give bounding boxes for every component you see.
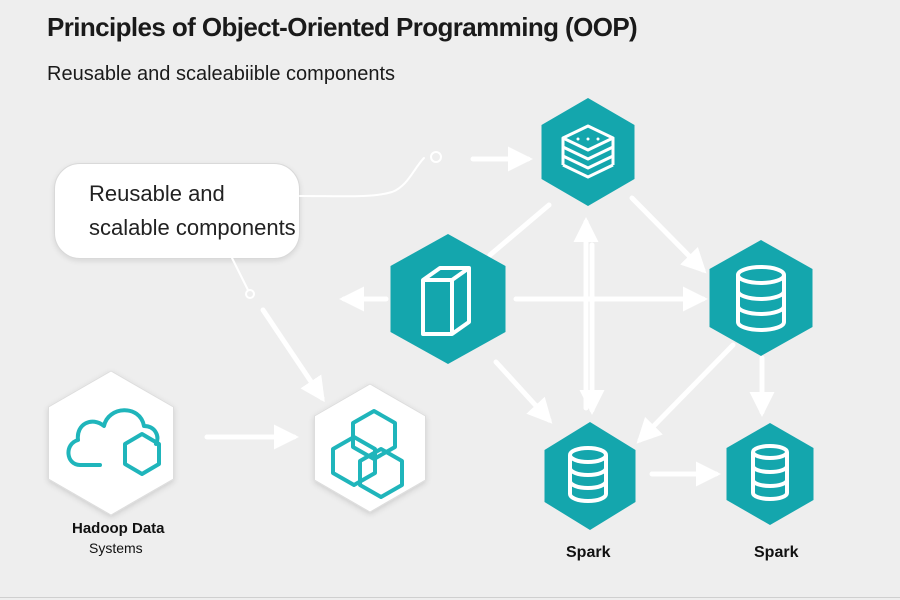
callout-pointer [231, 257, 249, 291]
center-node [390, 234, 506, 364]
callout-line-2: scalable components [89, 215, 296, 240]
spark-node-right [726, 423, 814, 525]
server-stack-icon [561, 124, 615, 179]
pointer-dot [245, 289, 255, 299]
curved-connector [299, 157, 425, 198]
spark-label-right: Spark [754, 544, 799, 561]
diagram-subtitle: Reusable and scaleabiible components [47, 63, 396, 85]
hadoop-label-line-1: Hadoop Data [72, 520, 165, 537]
connectors [204, 146, 775, 487]
arrow-center-to-spark [493, 359, 553, 424]
connector-dot [430, 151, 442, 163]
arrow-to-cluster [260, 307, 325, 403]
database-icon [736, 265, 786, 332]
cluster-node [314, 383, 426, 513]
database-icon [751, 444, 789, 501]
spark-label-left: Spark [566, 544, 611, 561]
hadoop-label-line-2: Systems [89, 540, 143, 556]
spark-node-left [544, 422, 636, 530]
arrow-top-to-right [629, 195, 707, 274]
database-icon [568, 446, 608, 503]
hexagon-cluster-icon [331, 409, 404, 499]
hadoop-node [48, 370, 174, 516]
bottom-divider [0, 597, 900, 598]
callout-line-1: Reusable and [89, 181, 225, 206]
cube-icon [421, 266, 471, 336]
diagram-title: Principles of Object-Oriented Programmin… [47, 12, 638, 42]
top-node [541, 98, 635, 206]
cloud-hexagon-icon [66, 408, 161, 476]
arrow-top-to-center [487, 202, 552, 258]
right-node [709, 240, 813, 356]
arrow-right-to-spark [636, 342, 736, 444]
callout-box: Reusable and scalable components [54, 163, 300, 259]
